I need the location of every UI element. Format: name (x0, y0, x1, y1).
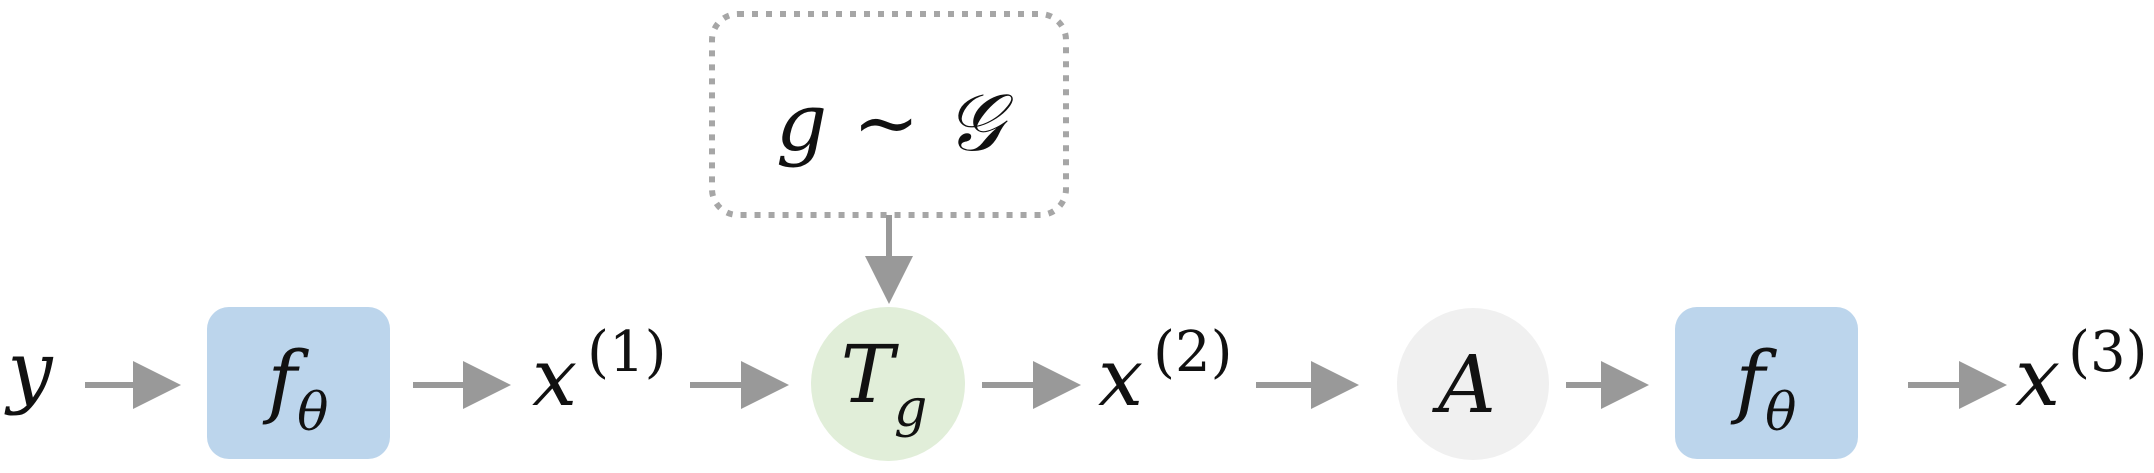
T-g-circle (811, 307, 965, 461)
f-theta-box-1 (207, 307, 390, 459)
sampler-box (709, 11, 1069, 218)
label-x1: x(1) (532, 320, 666, 424)
label-y: y (4, 324, 54, 417)
f-theta-box-2 (1675, 307, 1858, 459)
sampler-label: g ~ 𝒢 (776, 76, 1014, 169)
label-x2: x(2) (1098, 320, 1232, 424)
A-circle (1397, 308, 1549, 460)
T-g-label: Tg (841, 328, 928, 439)
label-x3: x(3) (2015, 320, 2147, 424)
A-label: A (1431, 338, 1496, 431)
